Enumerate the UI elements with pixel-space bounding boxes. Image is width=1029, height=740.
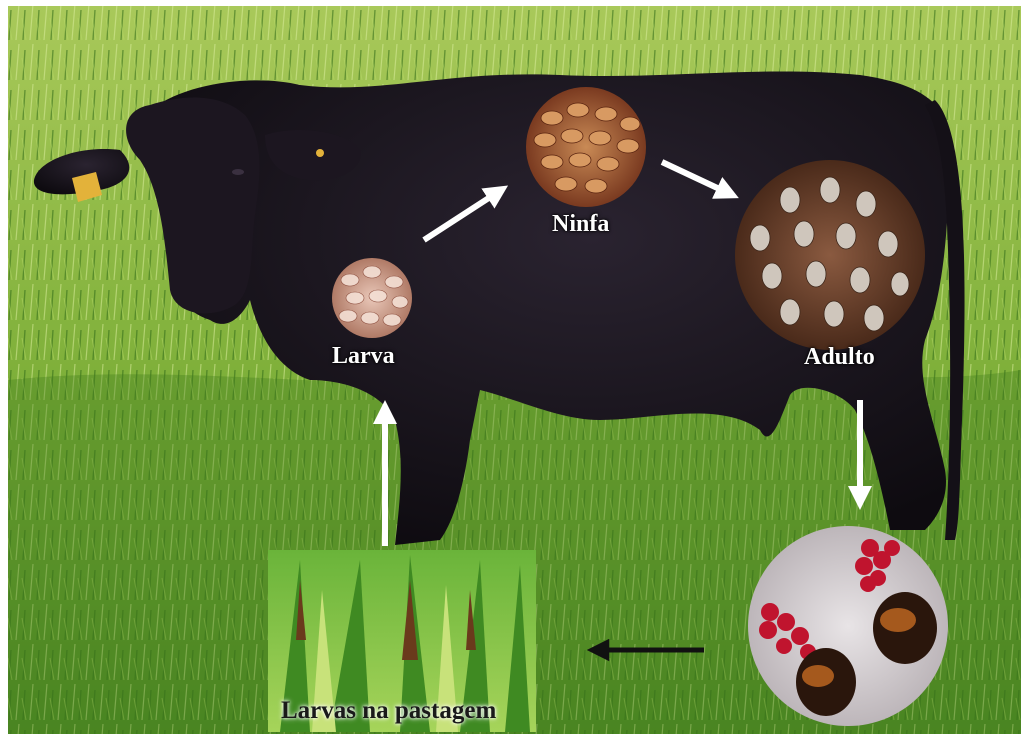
larva-stage-inset: [332, 258, 412, 338]
ninfa-stage-inset: [526, 87, 646, 207]
ninfa-label: Ninfa: [552, 211, 609, 238]
adulto-stage-inset: [735, 160, 925, 350]
egg-laying-inset: [748, 526, 948, 726]
pastagem-label: Larvas na pastagem: [281, 697, 496, 725]
adulto-label: Adulto: [804, 344, 875, 371]
larva-label: Larva: [332, 343, 395, 370]
